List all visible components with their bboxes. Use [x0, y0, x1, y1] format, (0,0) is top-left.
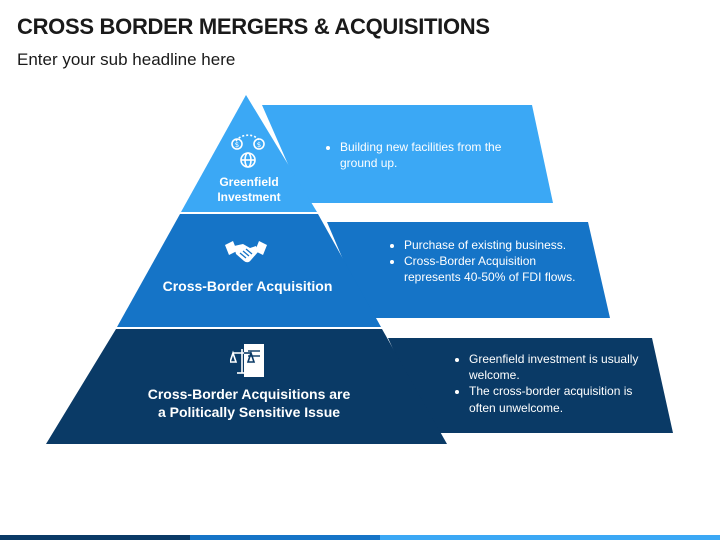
- list-item: Purchase of existing business.: [404, 237, 594, 253]
- pyramid-tier-3: [46, 329, 447, 444]
- tier-2-bullets: Purchase of existing business. Cross-Bor…: [388, 237, 594, 286]
- tier-3-label: Cross-Border Acquisitions are a Politica…: [147, 386, 351, 420]
- handshake-icon: [225, 241, 267, 263]
- tier-2-panel: [327, 222, 610, 318]
- footer-color-bar: [0, 535, 720, 540]
- svg-text:$: $: [235, 141, 239, 149]
- tier-1-bullets: Building new facilities from the ground …: [324, 139, 520, 171]
- tier-2-label: Cross-Border Acquisition: [162, 278, 333, 294]
- tier-3-panel: [388, 338, 673, 433]
- pyramid-tier-2: [117, 214, 381, 327]
- footer-bar-segment: [0, 535, 190, 540]
- svg-text:$: $: [257, 141, 261, 149]
- list-item: The cross-border acquisition is often un…: [469, 383, 659, 415]
- tier-3-bullets: Greenfield investment is usually welcome…: [453, 351, 659, 416]
- list-item: Cross-Border Acquisition represents 40-5…: [404, 253, 594, 285]
- globe-money-icon: $ $: [231, 134, 265, 168]
- page-title: CROSS BORDER MERGERS & ACQUISITIONS: [17, 14, 490, 39]
- list-item: Greenfield investment is usually welcome…: [469, 351, 659, 383]
- footer-bar-segment: [380, 535, 720, 540]
- tier-1-label: Greenfield Investment: [217, 175, 281, 204]
- page-subtitle: Enter your sub headline here: [17, 50, 236, 69]
- tier-1-panel: [262, 105, 553, 203]
- footer-bar-segment: [190, 535, 380, 540]
- list-item: Building new facilities from the ground …: [340, 139, 520, 171]
- scales-document-icon: [230, 344, 264, 377]
